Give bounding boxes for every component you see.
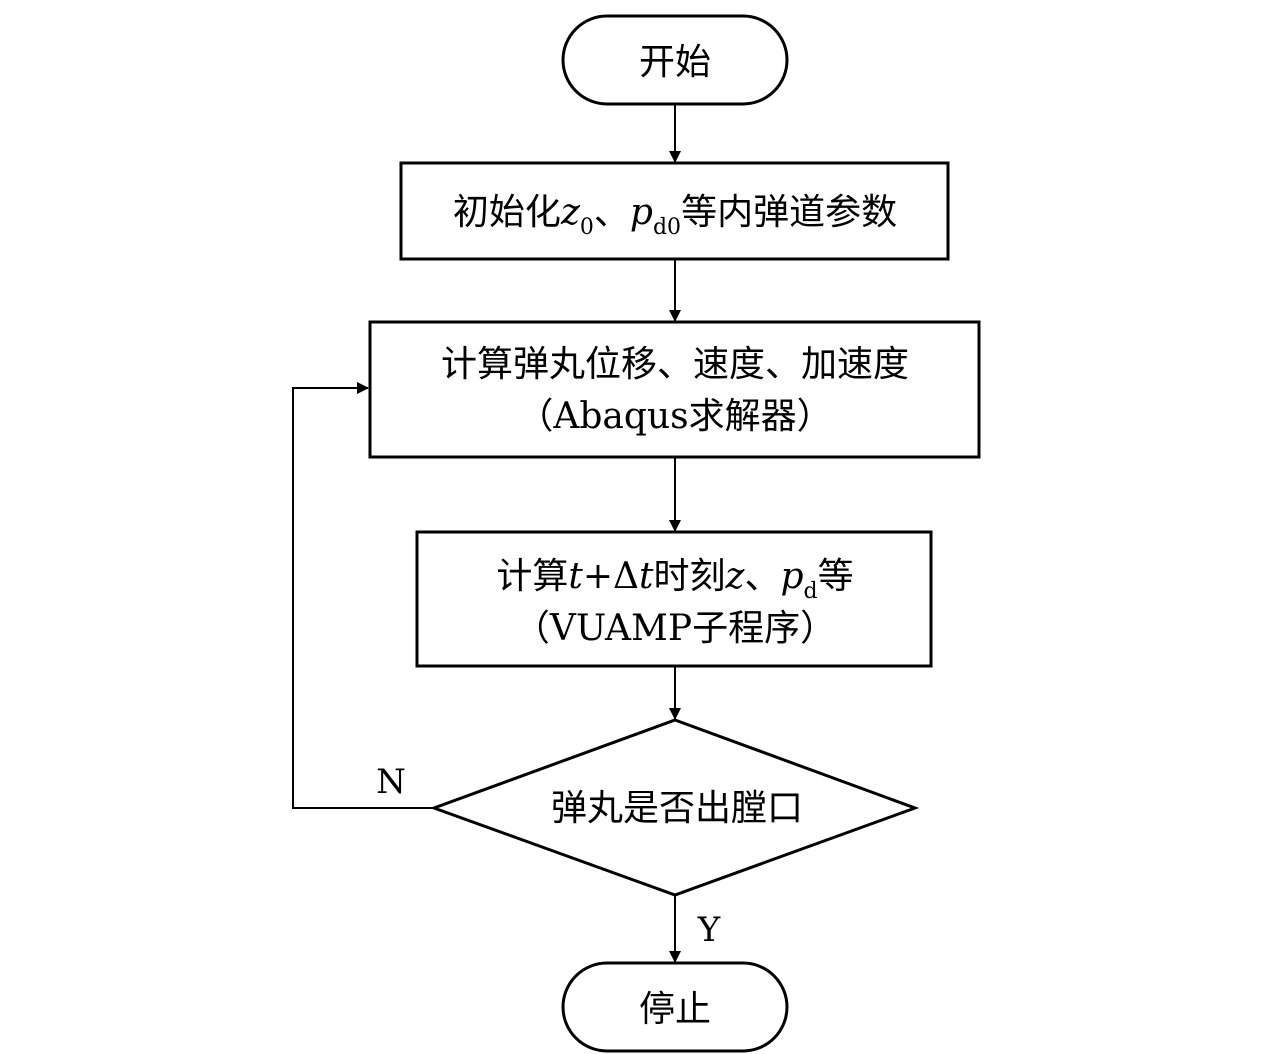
init-prefix: 初始化 bbox=[453, 192, 561, 233]
edge-label-no: N bbox=[376, 762, 406, 802]
init-var-p-sub: d0 bbox=[653, 215, 681, 240]
start-node: 开始 bbox=[561, 14, 789, 106]
compute-motion-line2: （Abaqus求解器） bbox=[517, 396, 832, 437]
compute-params-mid: 时刻 bbox=[653, 556, 725, 597]
compute-params-node: 计算t+Δt时刻z、pd等 （VUAMP子程序） bbox=[415, 530, 933, 668]
compute-params-line2: （VUAMP子程序） bbox=[514, 608, 836, 649]
compute-params-var-t2: t bbox=[639, 556, 654, 597]
start-label: 开始 bbox=[639, 42, 711, 83]
decision-label: 弹丸是否出膛口 bbox=[551, 788, 803, 829]
compute-params-sep: 、 bbox=[744, 556, 780, 597]
init-var-z: z bbox=[560, 192, 581, 233]
compute-params-prefix: 计算 bbox=[496, 556, 568, 597]
edge-label-yes: Y bbox=[697, 910, 721, 950]
init-node: 初始化z0、pd0等内弹道参数 bbox=[399, 161, 950, 261]
init-suffix: 等内弹道参数 bbox=[681, 192, 897, 233]
compute-params-line1: 计算t+Δt时刻z、pd等 bbox=[496, 556, 853, 604]
compute-params-var-t: t bbox=[568, 556, 583, 597]
compute-params-suffix: 等 bbox=[818, 556, 854, 597]
init-sep: 、 bbox=[594, 192, 630, 233]
compute-motion-line1: 计算弹丸位移、速度、加速度 bbox=[441, 344, 909, 385]
edge-decision-no-loop bbox=[292, 382, 434, 809]
init-label: 初始化z0、pd0等内弹道参数 bbox=[453, 192, 897, 240]
compute-params-var-p: p bbox=[780, 556, 803, 597]
stop-node: 停止 bbox=[561, 961, 789, 1053]
compute-params-var-p-sub: d bbox=[804, 579, 818, 604]
init-var-p: p bbox=[630, 192, 653, 233]
compute-params-var-z: z bbox=[725, 556, 746, 597]
init-var-z-sub: 0 bbox=[580, 215, 594, 240]
stop-label: 停止 bbox=[639, 989, 711, 1030]
compute-motion-node: 计算弹丸位移、速度、加速度 （Abaqus求解器） bbox=[368, 320, 981, 459]
compute-params-plus-delta: +Δ bbox=[583, 556, 639, 597]
decision-node: 弹丸是否出膛口 bbox=[429, 718, 920, 897]
